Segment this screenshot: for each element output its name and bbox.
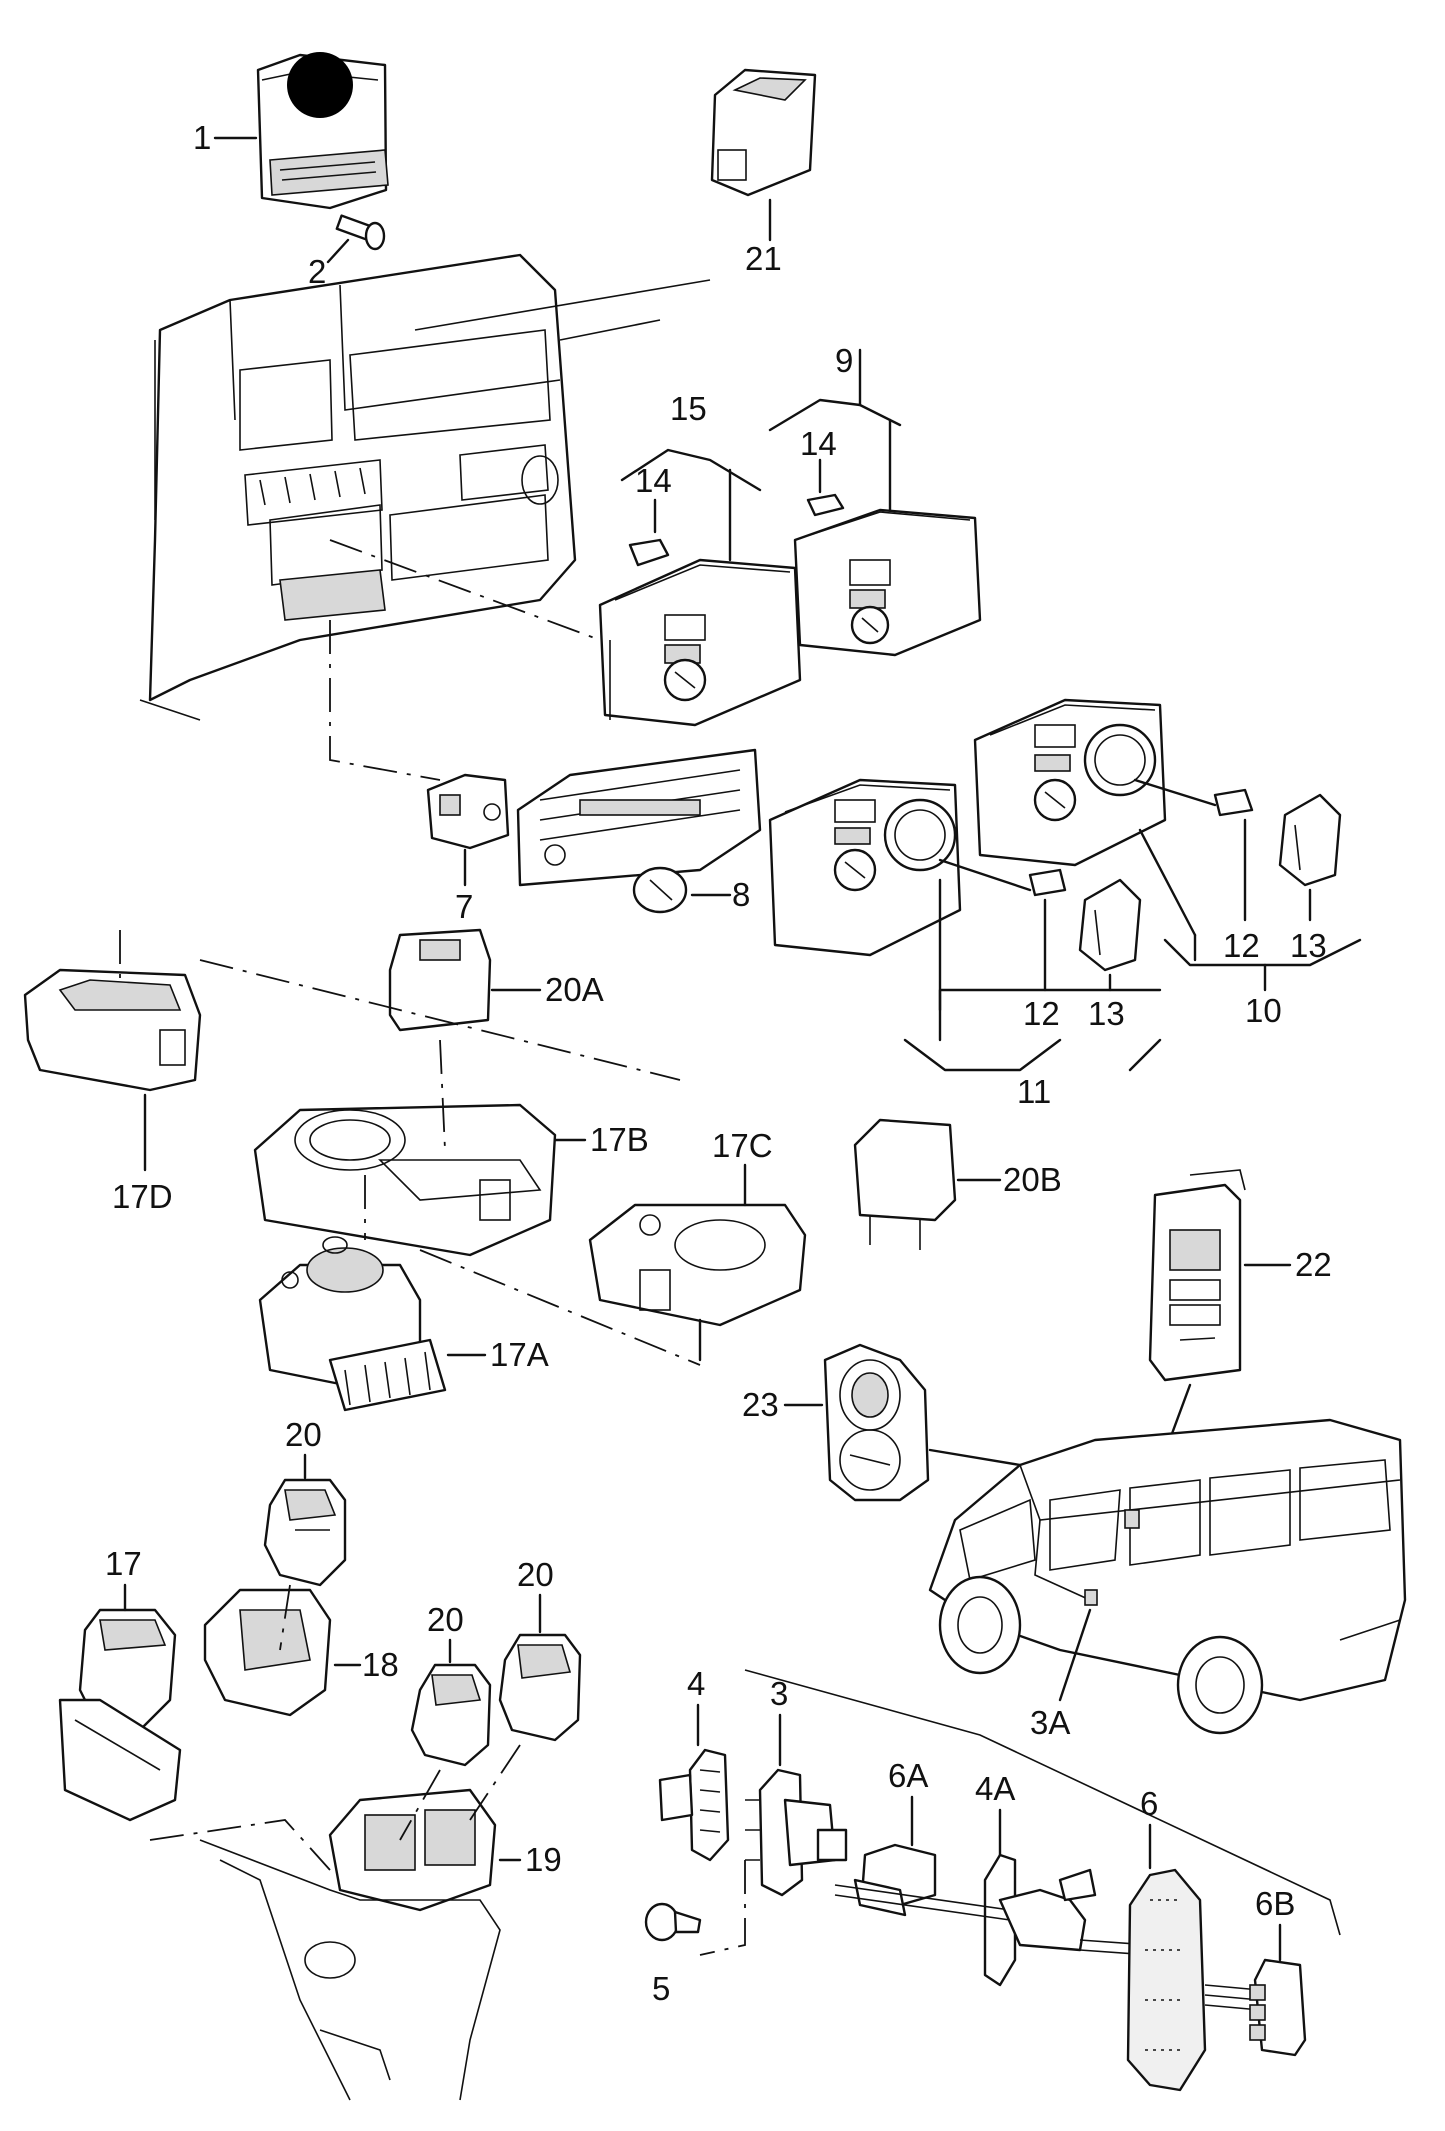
part-11-control-panel: [768, 778, 962, 957]
part-13-knob-a: [1078, 878, 1142, 972]
part-20A-relay: [388, 928, 492, 1032]
part-4-switch: [658, 1748, 730, 1862]
part-8-knob: [632, 866, 688, 914]
label-4: 4: [687, 1665, 705, 1702]
label-2: 2: [308, 253, 326, 290]
part-6B-connector: [1204, 1958, 1307, 2057]
part-21-switch: [710, 68, 817, 197]
label-17: 17: [105, 1545, 142, 1582]
label-6: 6: [1140, 1785, 1158, 1822]
label-12: 12: [1223, 927, 1260, 964]
label-19: 19: [525, 1841, 562, 1878]
part-22-control-unit: [1148, 1169, 1246, 1382]
part-17C-frame: [588, 1203, 807, 1327]
label-6B: 6B: [1255, 1885, 1295, 1922]
part-20-switch-b: [410, 1663, 492, 1767]
part-9-control-panel: [793, 508, 982, 657]
part-20B-relay: [853, 1118, 957, 1250]
label-20: 20: [517, 1556, 554, 1593]
label-22: 22: [1295, 1246, 1332, 1283]
part-23-switch: [823, 1343, 930, 1502]
label-14: 14: [800, 425, 837, 462]
label-5: 5: [652, 1970, 670, 2007]
part-2-screw: [335, 214, 386, 251]
label-8: 8: [732, 876, 750, 913]
label-14: 14: [635, 462, 672, 499]
label-20B: 20B: [1003, 1161, 1062, 1198]
callout-labels: 1 2 21 9 15 14 14 7 8 12 13 10 12 13 11 …: [105, 119, 1332, 2007]
label-15: 15: [670, 390, 707, 427]
label-13: 13: [1088, 995, 1125, 1032]
label-3: 3: [770, 1675, 788, 1712]
label-3A: 3A: [1030, 1704, 1070, 1741]
part-1-bracket: [256, 52, 389, 210]
van-illustration: [928, 1418, 1407, 1735]
label-17C: 17C: [712, 1127, 773, 1164]
label-11: 11: [1017, 1073, 1051, 1110]
filled-circle-marker-icon: [287, 52, 353, 118]
label-12: 12: [1023, 995, 1060, 1032]
part-17B-frame: [253, 1103, 557, 1257]
part-3-switch: [745, 1768, 848, 1897]
part-6-seal: [1126, 1868, 1207, 2092]
part-20-switch-a: [263, 1478, 347, 1587]
label-4A: 4A: [975, 1770, 1015, 1807]
label-23: 23: [742, 1386, 779, 1423]
part-6A-connector: [853, 1843, 937, 1917]
label-17D: 17D: [112, 1178, 173, 1215]
label-1: 1: [193, 119, 211, 156]
part-5-screw: [644, 1902, 702, 1942]
part-12-clip-b: [1213, 788, 1254, 817]
part-17A-switch: [258, 1236, 447, 1412]
part-14-bulb-a: [628, 538, 670, 567]
part-19-frame: [328, 1788, 497, 1912]
label-9: 9: [835, 342, 853, 379]
part-14-bulb-b: [806, 493, 845, 517]
label-10: 10: [1245, 992, 1282, 1029]
part-7-switch: [426, 773, 510, 850]
dashboard-panel: [139, 253, 711, 721]
label-17B: 17B: [590, 1121, 649, 1158]
label-21: 21: [745, 240, 782, 277]
part-13-knob-b: [1278, 793, 1342, 887]
part-12-clip-a: [1028, 868, 1067, 897]
label-18: 18: [362, 1646, 399, 1683]
label-20: 20: [427, 1601, 464, 1638]
label-13: 13: [1290, 927, 1327, 964]
console-base: [199, 1839, 501, 2101]
label-20: 20: [285, 1416, 322, 1453]
part-17-switch: [58, 1608, 182, 1822]
label-6A: 6A: [888, 1757, 928, 1794]
label-17A: 17A: [490, 1336, 549, 1373]
part-17D-cover: [23, 968, 202, 1092]
part-10-control-panel: [973, 698, 1167, 867]
label-7: 7: [455, 888, 473, 925]
part-15-control-panel: [598, 558, 802, 727]
part-18-frame: [203, 1588, 332, 1717]
label-20A: 20A: [545, 971, 604, 1008]
heater-control-unit: [516, 748, 762, 887]
part-20-switch-c: [498, 1633, 582, 1742]
